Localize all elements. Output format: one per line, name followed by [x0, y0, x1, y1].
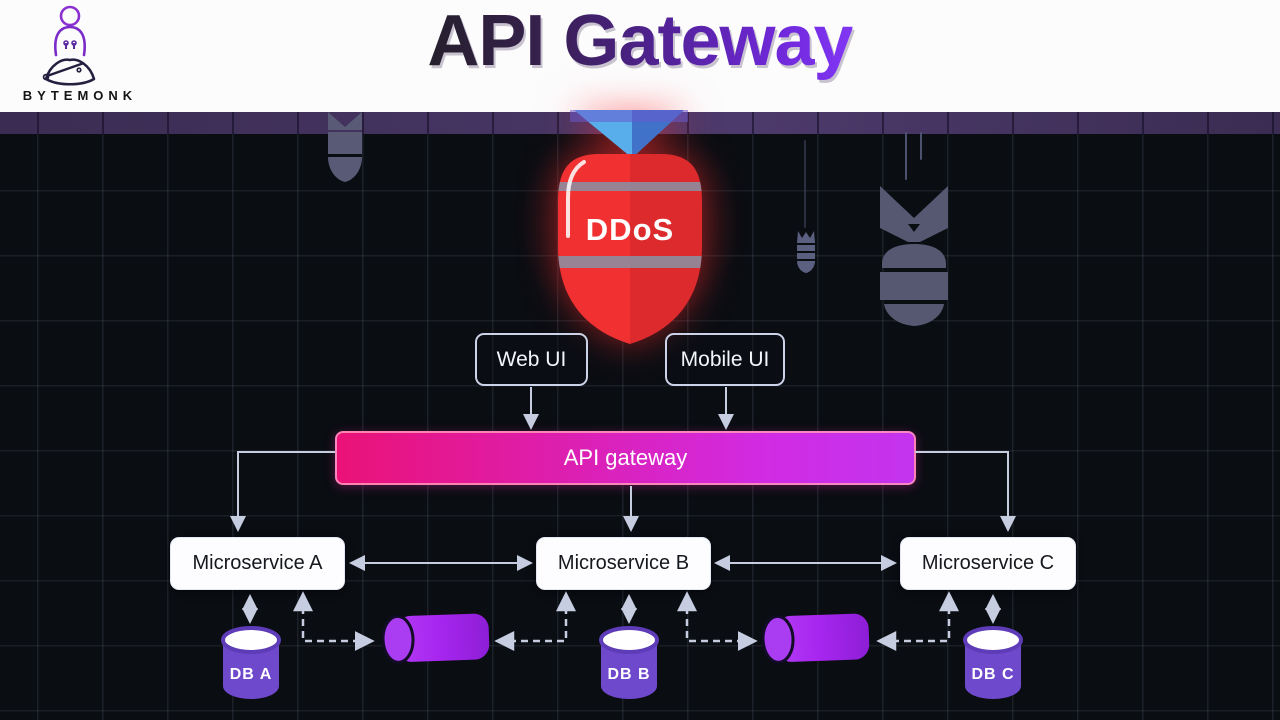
- service-label: Microservice A: [192, 552, 323, 574]
- bomb-trail: [804, 140, 806, 228]
- client-label: Mobile UI: [680, 347, 770, 371]
- bomb-trail: [920, 132, 922, 160]
- bytemonk-monk-logo-icon: [42, 5, 96, 86]
- bomb-trail: [905, 132, 907, 180]
- ddos-label: DDoS: [586, 212, 674, 247]
- gateway-label: API gateway: [563, 445, 688, 470]
- client-label: Web UI: [496, 347, 567, 371]
- service-label: Microservice C: [921, 552, 1055, 574]
- client-box-web-ui: Web UI: [475, 333, 588, 386]
- microservice-c-box: Microservice C: [900, 537, 1076, 590]
- ddos-bomb-icon: DDoS: [558, 110, 702, 344]
- microservice-b-box: Microservice B: [536, 537, 711, 590]
- header-bar: BYTEMONK API Gateway: [0, 0, 1280, 112]
- api-gateway-bar: API gateway: [335, 431, 916, 485]
- microservice-a-box: Microservice A: [170, 537, 345, 590]
- client-box-mobile-ui: Mobile UI: [665, 333, 785, 386]
- brand-name: BYTEMONK: [22, 88, 138, 103]
- page-title: API Gateway: [427, 1, 853, 81]
- service-label: Microservice B: [557, 552, 690, 574]
